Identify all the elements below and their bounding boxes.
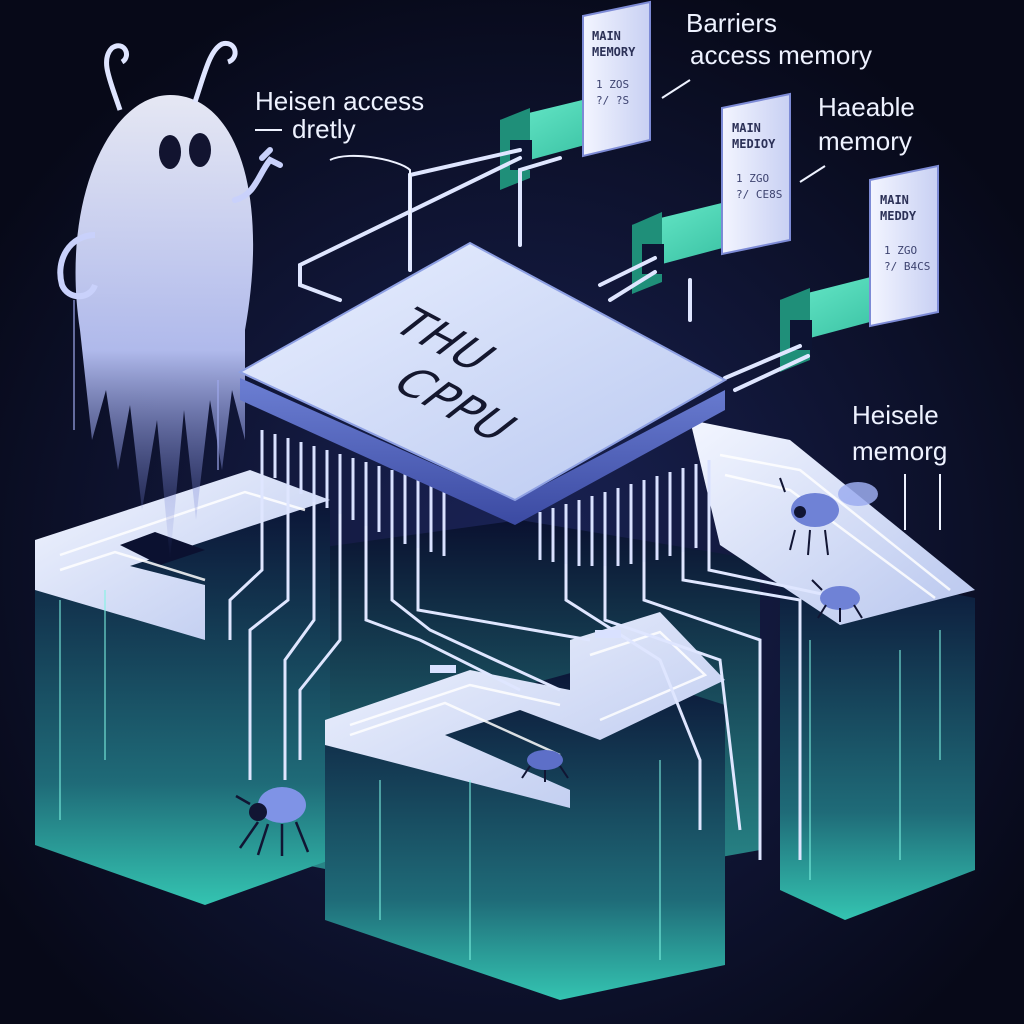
ghost-left-eye: [159, 135, 181, 169]
bug-crawling-right: [811, 579, 863, 622]
svg-text:memory: memory: [818, 126, 912, 156]
svg-text:memorg: memorg: [852, 436, 947, 466]
svg-text:1 ZGO: 1 ZGO: [736, 172, 769, 185]
callout-heisen-access: Heisen access dretly: [255, 86, 424, 260]
memory-bank: MAIN MEMORY 1 ZOS ?/ ?S MAIN MEDIOY 1 ZG…: [500, 0, 939, 372]
memory-card-1: [582, 0, 651, 158]
chip-top: [237, 241, 728, 502]
svg-text:Barriers: Barriers: [686, 8, 777, 38]
memory-module-3[interactable]: MAIN MEDDY 1 ZGO ?/ B4CS: [780, 164, 939, 372]
svg-text:MAIN: MAIN: [592, 29, 621, 43]
callout-barriers: Barriers access memory: [661, 8, 872, 99]
svg-text:Heisen access: Heisen access: [255, 86, 424, 116]
svg-text:1 ZGO: 1 ZGO: [884, 244, 917, 257]
callout-haeable: Haeable memory: [799, 92, 915, 183]
memory-card-3: [869, 164, 939, 328]
ghost-right-eye: [189, 133, 211, 167]
svg-text:MEMORY: MEMORY: [592, 45, 636, 59]
chip-pins: [260, 430, 711, 566]
memory-module-1[interactable]: MAIN MEMORY 1 ZOS ?/ ?S: [500, 0, 651, 190]
board-right-wall: [780, 560, 975, 920]
svg-text:Heisele: Heisele: [852, 400, 939, 430]
svg-text:?/ CE8S: ?/ CE8S: [736, 188, 782, 201]
svg-text:access memory: access memory: [690, 40, 872, 70]
svg-text:MAIN: MAIN: [880, 193, 909, 207]
ghost-heisenbug: [57, 40, 283, 560]
svg-text:MEDDY: MEDDY: [880, 209, 917, 223]
svg-text:MAIN: MAIN: [732, 121, 761, 135]
svg-text:?/ ?S: ?/ ?S: [596, 94, 629, 107]
svg-text:dretly: dretly: [292, 114, 356, 144]
chip-side: [240, 378, 725, 525]
bug-small-2: [595, 630, 621, 638]
svg-text:1 ZOS: 1 ZOS: [596, 78, 629, 91]
bug-spider-left: [235, 787, 310, 856]
svg-text:Haeable: Haeable: [818, 92, 915, 122]
cpu-chip[interactable]: THU CPPU: [228, 241, 851, 860]
board-left-top: [35, 470, 330, 640]
circuit-board: [35, 420, 975, 1000]
callout-heisele: Heisele memorg: [852, 400, 947, 530]
bug-small-1: [430, 665, 456, 673]
bug-flying: [779, 477, 878, 556]
memory-card-2: [721, 92, 791, 256]
board-front-top: [325, 612, 725, 808]
bug-crawling-center: [521, 750, 569, 782]
svg-text:?/ B4CS: ?/ B4CS: [884, 260, 930, 273]
svg-text:MEDIOY: MEDIOY: [732, 137, 776, 151]
